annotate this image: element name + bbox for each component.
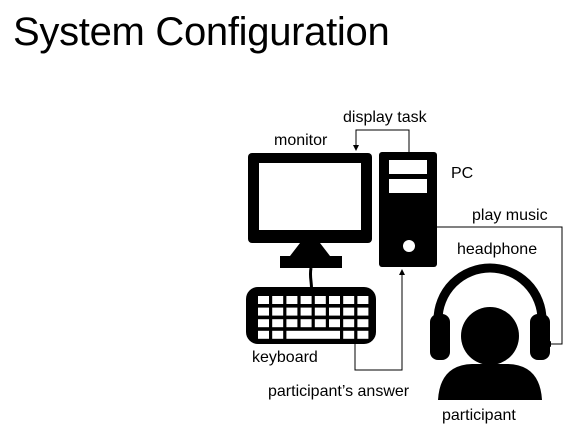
monitor-icon — [248, 153, 372, 268]
keyboard-key — [357, 296, 369, 304]
headphone-icon — [430, 263, 550, 360]
keyboard-key — [300, 296, 312, 304]
keyboard-key — [329, 296, 340, 304]
keyboard-key — [258, 296, 269, 304]
keyboard-key — [272, 330, 284, 339]
keyboard-key — [357, 330, 369, 339]
keyboard-key — [286, 330, 340, 339]
keyboard-key — [300, 319, 312, 328]
keyboard-key — [272, 307, 284, 316]
keyboard-key — [329, 307, 340, 316]
keyboard-key — [343, 319, 355, 328]
participants-answer-arrow — [354, 269, 405, 371]
pc-tower-icon — [379, 152, 437, 267]
keyboard-key — [258, 307, 269, 316]
keyboard-key — [357, 319, 369, 328]
keyboard-key — [343, 296, 355, 304]
keyboard-key — [272, 296, 284, 304]
keyboard-icon — [246, 287, 376, 344]
label-keyboard: keyboard — [252, 349, 318, 366]
keyboard-key — [300, 307, 312, 316]
participant-icon — [438, 307, 542, 400]
keyboard-key — [357, 307, 369, 316]
label-headphone: headphone — [457, 241, 538, 258]
keyboard-key — [286, 296, 298, 304]
label-monitor: monitor — [274, 132, 328, 149]
play-music-arrow — [437, 226, 563, 347]
keyboard-key — [258, 330, 269, 339]
keyboard-key — [314, 307, 326, 316]
keyboard-key — [314, 296, 326, 304]
page-title: System Configuration — [13, 10, 390, 54]
keyboard-key — [286, 319, 298, 328]
keyboard-key — [343, 307, 355, 316]
display-task-arrow — [353, 129, 410, 152]
label-play-music: play music — [472, 207, 548, 224]
label-pc: PC — [451, 165, 474, 182]
keyboard-key — [314, 319, 326, 328]
label-participants-answer: participant’s answer — [268, 383, 410, 400]
keyboard-key — [258, 319, 269, 328]
keyboard-key — [286, 307, 298, 316]
label-display-task: display task — [343, 109, 427, 126]
keyboard-key — [329, 319, 340, 328]
keyboard-key — [343, 330, 355, 339]
keyboard-key — [272, 319, 284, 328]
label-participant: participant — [442, 407, 516, 424]
